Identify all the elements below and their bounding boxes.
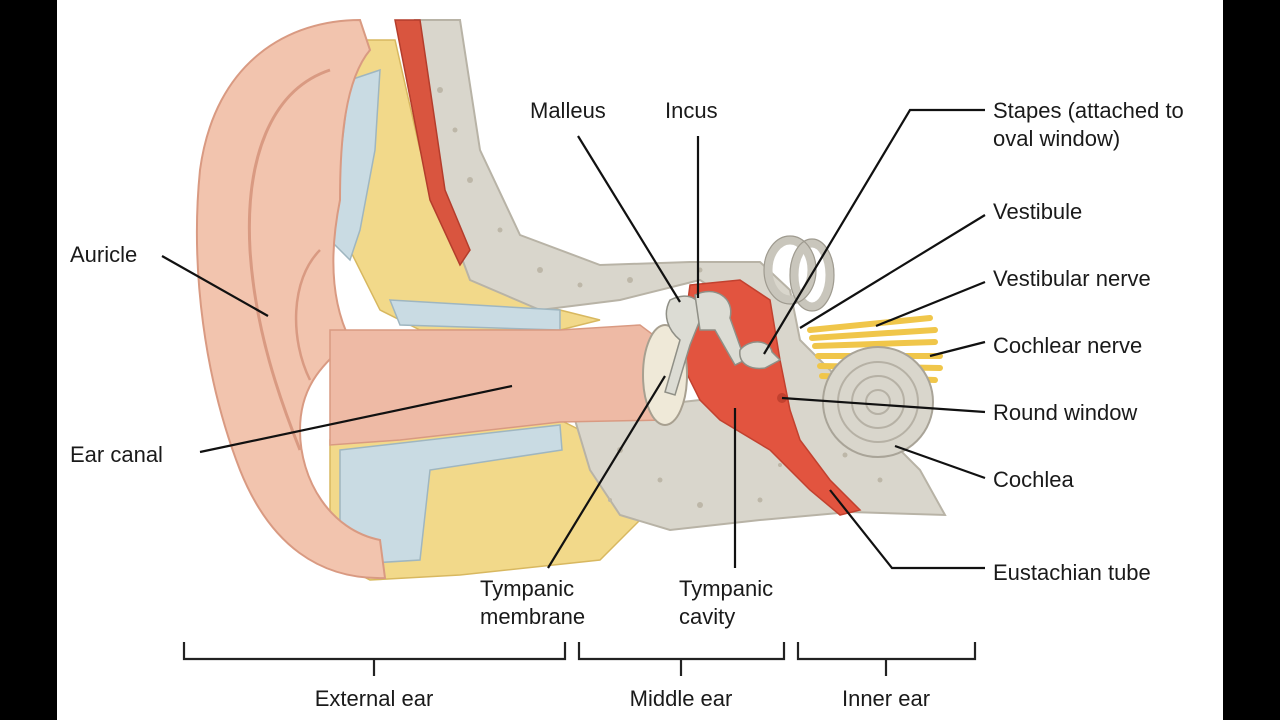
vestibule-leader — [799, 214, 986, 329]
label-malleus: Malleus — [530, 98, 606, 123]
vestibular-nerve-leader — [875, 280, 986, 328]
temporal-bone — [413, 19, 947, 532]
tympanic-membrane-shape — [642, 324, 688, 426]
auricle-inner-fold — [294, 249, 321, 381]
ear-canal-leader — [199, 384, 513, 454]
label-eustachian-tube: Eustachian tube — [993, 560, 1151, 585]
incus-shape — [694, 290, 746, 366]
label-ear-canal: Ear canal — [70, 442, 163, 467]
label-auricle: Auricle — [70, 242, 137, 267]
auricle-leader — [161, 255, 269, 317]
middle-ear-bracket — [577, 642, 786, 661]
auricle-shape — [195, 18, 387, 580]
label-tympanic-cavity-line1: Tympanic — [679, 576, 773, 601]
stapes-shape — [739, 341, 782, 370]
malleus-shape — [664, 295, 702, 396]
label-vestibular-nerve: Vestibular nerve — [993, 266, 1151, 291]
cochlear-nerve-leader — [929, 340, 986, 358]
semicircular-canals-outline — [763, 235, 835, 312]
stapes-leader — [763, 108, 985, 355]
label-cochlear-nerve: Cochlear nerve — [993, 333, 1142, 358]
label-stapes-line2: oval window) — [993, 126, 1120, 151]
eustachian-tube-leader — [829, 489, 985, 570]
temporal-muscle — [394, 19, 471, 267]
malleus-leader — [577, 135, 681, 303]
cochlea-shape — [822, 346, 934, 458]
semicircular-canals — [763, 235, 835, 312]
region-external-ear: External ear — [315, 686, 434, 711]
label-round-window: Round window — [993, 400, 1137, 425]
inner-ear-bracket — [796, 642, 977, 661]
label-cochlea: Cochlea — [993, 467, 1074, 492]
label-incus: Incus — [665, 98, 718, 123]
region-middle-ear: Middle ear — [630, 686, 733, 711]
round-window-leader — [781, 396, 986, 414]
tympanic-membrane-leader — [547, 375, 666, 569]
region-inner-ear: Inner ear — [842, 686, 930, 711]
label-tympanic-cavity-line2: cavity — [679, 604, 735, 629]
label-tympanic-membrane-line1: Tympanic — [480, 576, 574, 601]
auricle-fold — [247, 68, 331, 451]
external-ear-bracket — [182, 642, 567, 661]
label-stapes-line1: Stapes (attached to — [993, 98, 1184, 123]
cochlea-leader — [894, 444, 986, 480]
label-vestibule: Vestibule — [993, 199, 1082, 224]
label-tympanic-membrane-line2: membrane — [480, 604, 585, 629]
